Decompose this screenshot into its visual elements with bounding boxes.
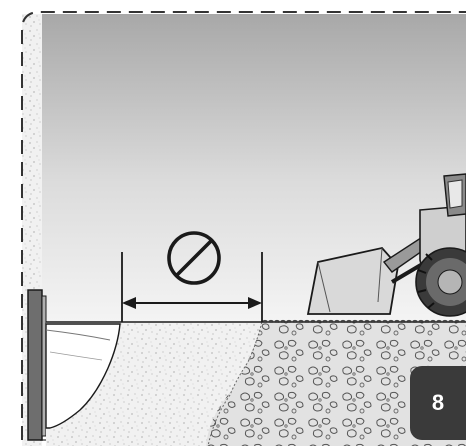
wall-panel: [28, 290, 42, 440]
step-number-badge: 8: [410, 366, 466, 440]
